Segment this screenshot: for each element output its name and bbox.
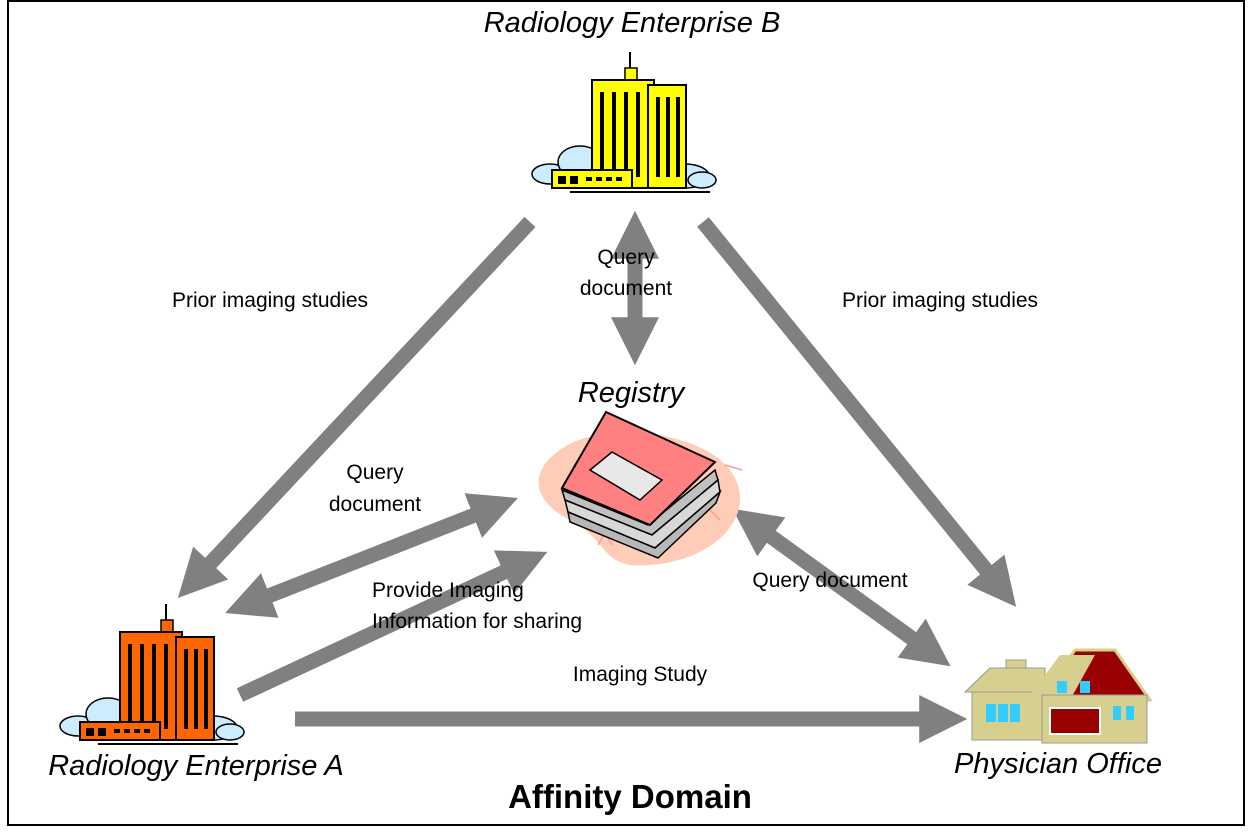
edge-label-a-registry-provide-line2: Information for sharing	[372, 610, 582, 633]
enterprise-b-label: Radiology Enterprise B	[484, 7, 781, 39]
house-icon	[963, 648, 1153, 744]
arrow-a-registry-query	[225, 493, 518, 618]
registry-book-icon	[538, 410, 743, 566]
edge-label-b-registry-line1: Query	[597, 246, 655, 269]
edge-label-b-to-a: Prior imaging studies	[172, 289, 368, 312]
arrow-b-to-a	[177, 216, 536, 599]
arrows	[177, 210, 1017, 744]
edge-label-a-registry-query-line2: document	[329, 493, 421, 516]
registry-label: Registry	[578, 377, 686, 409]
edge-label-physician-registry: Query document	[752, 569, 907, 592]
arrow-b-to-physician	[697, 217, 1017, 607]
office-building-icon	[59, 604, 245, 745]
enterprise-a-label: Radiology Enterprise A	[48, 750, 344, 782]
arrow-physician-registry	[732, 508, 951, 667]
affinity-domain-title: Affinity Domain	[508, 778, 752, 815]
edge-label-a-to-physician: Imaging Study	[573, 663, 708, 686]
edge-label-b-registry-line2: document	[580, 277, 672, 300]
edge-label-a-registry-provide-line1: Provide Imaging	[372, 579, 524, 602]
office-building-icon	[531, 52, 717, 193]
edge-label-a-registry-query-line1: Query	[346, 461, 404, 484]
arrow-a-registry-provide	[236, 550, 548, 702]
edge-label-b-to-physician: Prior imaging studies	[842, 289, 1038, 312]
physician-office-label: Physician Office	[954, 748, 1162, 780]
